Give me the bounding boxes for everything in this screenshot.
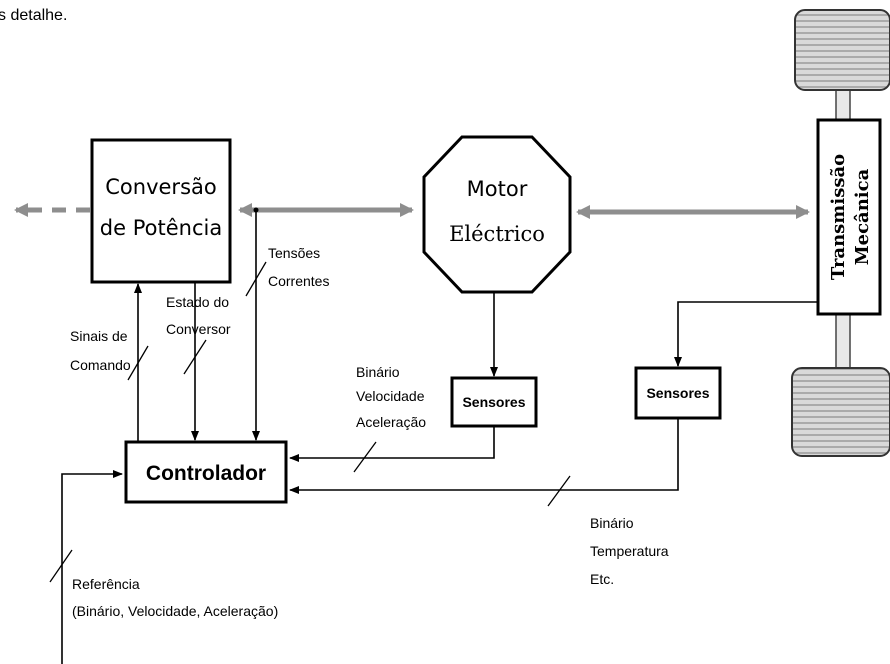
reference-label: Referência (Binário, Velocidade, Acelera… <box>72 576 278 619</box>
reference-input-wire <box>61 470 123 664</box>
transmission-sensors-block: Sensores <box>634 366 722 420</box>
svg-text:Temperatura: Temperatura <box>590 543 669 559</box>
caption-text: s detalhe. <box>0 7 67 24</box>
bottom-tyre <box>791 367 890 457</box>
power-conversion-line1: Conversão <box>105 175 216 199</box>
mechanical-transmission-block: Transmissão Mecânica <box>816 118 882 316</box>
transmission-signal-tick <box>547 475 571 507</box>
svg-text:Estado do: Estado do <box>166 294 229 310</box>
svg-text:Tensões: Tensões <box>268 245 320 261</box>
controller-block: Controlador <box>124 440 288 504</box>
transmission-line2: Mecânica <box>852 168 873 265</box>
svg-text:Comando: Comando <box>70 357 131 373</box>
electric-motor-block: Motor Eléctrico <box>422 135 572 294</box>
motor-line1: Motor <box>467 177 528 201</box>
transmission-to-sensors-wire <box>674 301 818 367</box>
voltage-current-label: Tensões Correntes <box>268 245 329 289</box>
state-tick <box>183 339 207 375</box>
transmission-sensors-to-controller-wire <box>289 418 679 494</box>
svg-text:Referência: Referência <box>72 576 140 592</box>
controller-label: Controlador <box>146 462 266 485</box>
motor-measurements-label: Binário Velocidade Aceleração <box>356 364 426 430</box>
command-signals-label: Sinais de Comando <box>70 328 131 373</box>
svg-text:Aceleração: Aceleração <box>356 414 426 430</box>
svg-text:Binário: Binário <box>590 515 634 531</box>
top-tyre <box>794 9 890 91</box>
motor-signal-tick <box>353 441 377 473</box>
svg-text:Conversor: Conversor <box>166 321 231 337</box>
svg-text:(Binário, Velocidade, Aceleraç: (Binário, Velocidade, Aceleração) <box>72 603 278 619</box>
transmission-measurements-label: Binário Temperatura Etc. <box>590 515 669 587</box>
motor-sensors-block: Sensores <box>450 376 538 428</box>
svg-text:Velocidade: Velocidade <box>356 388 425 404</box>
svg-text:Etc.: Etc. <box>590 571 614 587</box>
transmission-sensors-label: Sensores <box>646 385 709 401</box>
motor-line2: Eléctrico <box>449 222 545 246</box>
svg-text:Correntes: Correntes <box>268 273 329 289</box>
motor-sensors-to-controller-wire <box>289 426 495 462</box>
svg-text:Binário: Binário <box>356 364 400 380</box>
power-conversion-line2: de Potência <box>100 216 222 240</box>
svg-text:Sinais de: Sinais de <box>70 328 128 344</box>
transmission-line1: Transmissão <box>828 154 849 280</box>
motor-sensors-label: Sensores <box>462 394 525 410</box>
command-tick <box>127 345 149 381</box>
voltage-tick <box>245 261 267 297</box>
power-conversion-block: Conversão de Potência <box>90 138 232 284</box>
reference-tick <box>49 549 73 583</box>
converter-state-label: Estado do Conversor <box>166 294 231 337</box>
